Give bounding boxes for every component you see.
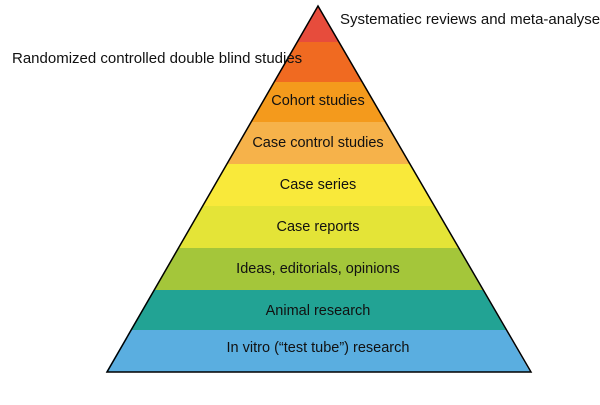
tier-3-band [250, 82, 386, 122]
outside-labels: Systematiec reviews and meta-analyses Ra… [12, 11, 600, 67]
tier-5-band [202, 164, 434, 206]
tier-label-animal-research: Animal research [266, 303, 371, 319]
tier-7-band [153, 248, 483, 290]
tier-label-case-control-studies: Case control studies [252, 135, 383, 151]
tier-label-in-vitro-research: In vitro (“test tube”) research [227, 340, 410, 356]
tier-2-band [274, 42, 362, 82]
tier-6-band [177, 206, 459, 248]
pyramid-outline [105, 4, 533, 373]
tier-4-band [226, 122, 410, 164]
tier-8-band [130, 290, 506, 330]
label-randomized-controlled-studies: Randomized controlled double blind studi… [12, 50, 302, 67]
label-systematic-reviews: Systematiec reviews and meta-analyses [340, 11, 600, 28]
tier-label-ideas-editorials-opinions: Ideas, editorials, opinions [236, 261, 400, 277]
tier-9-band [106, 330, 530, 372]
tier-label-case-reports: Case reports [276, 219, 359, 235]
tier-1-band [297, 6, 339, 42]
tier-labels: Cohort studies Case control studies Case… [227, 93, 410, 356]
tier-label-cohort-studies: Cohort studies [271, 93, 365, 109]
pyramid-tiers [106, 6, 530, 372]
tier-label-case-series: Case series [280, 177, 357, 193]
